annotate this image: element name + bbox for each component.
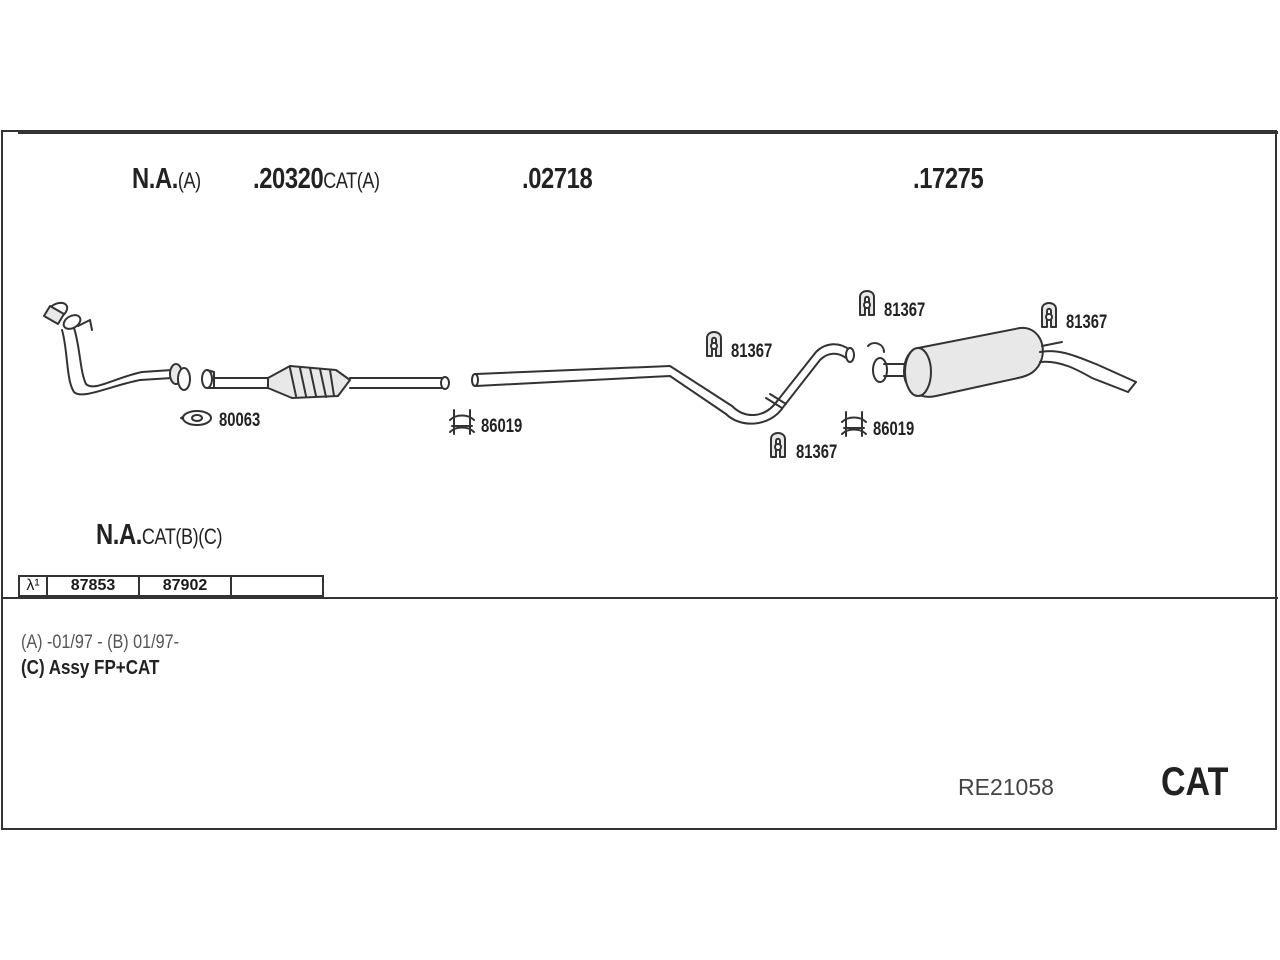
part-label-hanger-b: 81367 <box>796 442 838 463</box>
label-na-cat-bc-suffix: CAT(B)(C) <box>141 524 223 549</box>
part-label-hanger-c: 81367 <box>884 300 926 321</box>
hanger-81367-a <box>706 331 722 357</box>
label-na-a-code: N.A. <box>132 163 178 195</box>
hanger-81367-d <box>1041 302 1057 328</box>
intermediate-pipe <box>471 343 855 425</box>
clamp-86019-rear <box>841 411 867 437</box>
part-label-clamp-rear: 86019 <box>873 419 915 440</box>
top-rule <box>18 131 1278 134</box>
note-date-range: (A) -01/97 - (B) 01/97- <box>21 632 179 653</box>
part-label-hanger-d: 81367 <box>1066 312 1108 333</box>
label-17275: .17275 <box>913 163 984 195</box>
label-02718: .02718 <box>522 163 593 195</box>
label-20320-suffix: CAT(A) <box>323 168 380 193</box>
rear-silencer <box>867 326 1137 398</box>
sensor-cell-2: 87902 <box>138 575 232 597</box>
label-20320-cat-a: .20320CAT(A) <box>253 163 380 196</box>
label-na-cat-bc: N.A.CAT(B)(C) <box>96 519 222 552</box>
sensor-table: λ¹ 87853 87902 <box>18 575 324 597</box>
hanger-81367-c <box>859 290 875 316</box>
notes-divider <box>1 597 1278 599</box>
part-label-gasket: 80063 <box>219 410 261 431</box>
hanger-81367-b <box>770 432 786 458</box>
label-20320-code: .20320 <box>253 163 324 195</box>
gasket-80063 <box>180 410 212 426</box>
lambda-symbol: λ¹ <box>18 575 48 597</box>
label-na-a: N.A.(A) <box>132 163 201 196</box>
reference-code: RE21058 <box>958 774 1054 800</box>
catalytic-converter <box>201 365 450 399</box>
label-na-cat-bc-code: N.A. <box>96 519 142 551</box>
sensor-cell-1: 87853 <box>46 575 140 597</box>
front-downpipe <box>43 301 191 396</box>
part-label-clamp-front: 86019 <box>481 416 523 437</box>
clamp-86019-front <box>449 409 475 435</box>
sensor-table-row: λ¹ 87853 87902 <box>18 575 324 597</box>
label-na-a-suffix: (A) <box>177 168 201 193</box>
cat-badge: CAT <box>1161 760 1229 804</box>
sensor-cell-3 <box>230 575 324 597</box>
note-assy: (C) Assy FP+CAT <box>21 657 160 679</box>
part-label-hanger-a: 81367 <box>731 341 773 362</box>
